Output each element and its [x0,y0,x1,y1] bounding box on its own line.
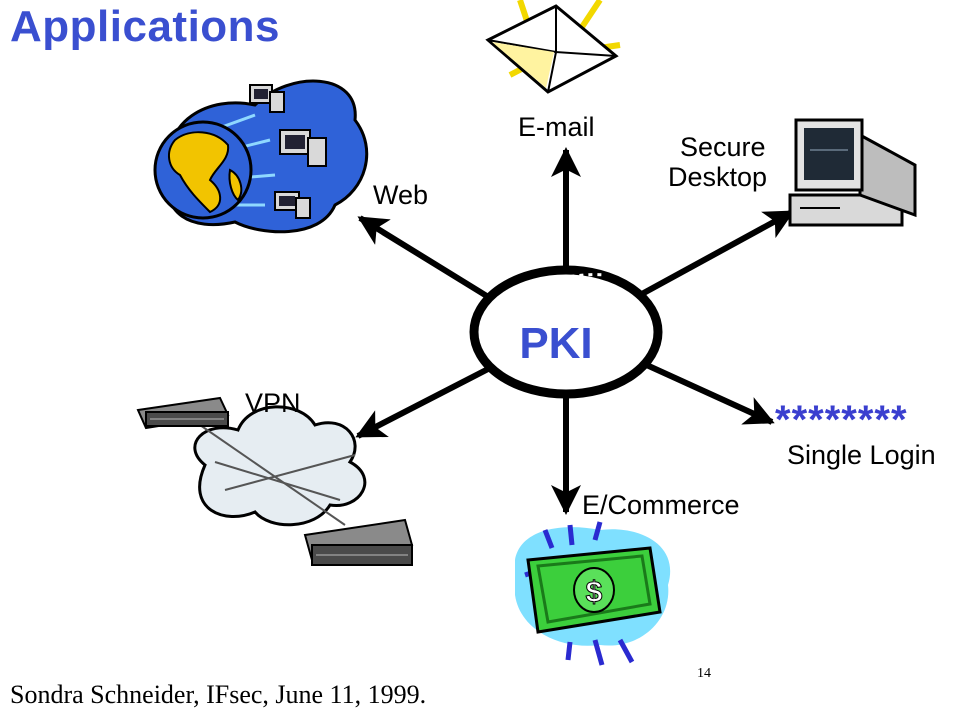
dollar-bill-icon: $ [515,521,671,666]
svg-text:$: $ [586,576,603,609]
slide-title: Applications [10,2,281,51]
label-web: Web [373,180,429,210]
label-secure-desktop-line2: Desktop [668,162,768,193]
arrow-secure-desktop [638,209,795,298]
desktop-computer-icon [788,118,917,227]
slide-credit: Sondra Schneider, IFsec, June 11, 1999. [10,680,427,709]
password-stars: ******** [775,398,908,442]
label-single-login: Single Login [787,440,936,470]
spokes [355,147,795,515]
vpn-cloud-icon [136,396,414,566]
label-email: E-mail [518,112,595,142]
label-secure-desktop-line1: Secure [680,132,766,162]
label-secure-desktop: Secure Desktop [668,132,767,192]
pki-hub: PKI [469,265,663,399]
arrow-single-login [638,359,775,425]
envelope-icon [485,0,621,94]
page-number: 14 [697,666,711,681]
pki-label: PKI [519,319,592,368]
arrow-vpn [355,365,492,439]
arrow-web [357,215,492,301]
label-ecommerce: E/Commerce [582,490,740,520]
label-vpn: VPN [245,388,301,418]
globe-network-icon [153,79,369,234]
